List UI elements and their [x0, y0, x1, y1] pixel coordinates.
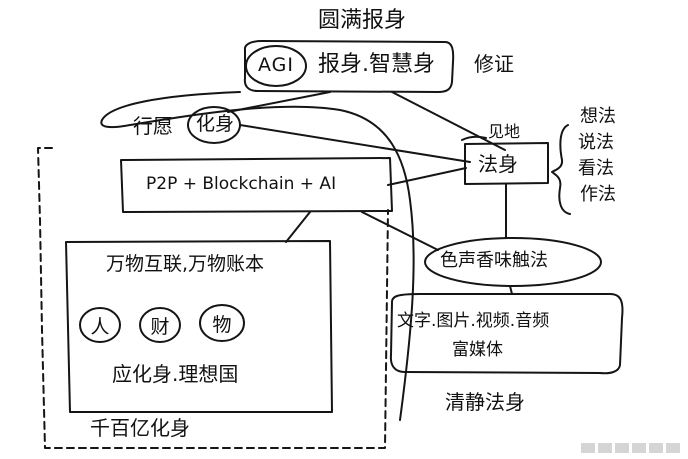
line-wisdom-to-dharma [391, 91, 506, 151]
wisdom-body-box [243, 40, 455, 93]
media-line-1: 文字.图片.视频.音频 [397, 311, 550, 331]
senses-ellipse [424, 237, 602, 287]
iot-box [65, 240, 333, 413]
transform-label: 化身 [196, 113, 235, 135]
line-senses-to-media [509, 285, 513, 295]
agi-label: AGI [258, 54, 294, 76]
billion-label: 千百亿化身 [90, 416, 190, 440]
views-brace [551, 124, 571, 215]
senses-label: 色声香味触法 [440, 250, 548, 271]
view-item-seeing: 看法 [578, 158, 614, 179]
dharma-body-box [464, 142, 549, 185]
tech-stack-label: P2P + Blockchain + AI [146, 174, 337, 194]
insight-tick [461, 135, 487, 141]
top-title: 圆满报身 [318, 8, 407, 33]
line-tech-to-senses [361, 211, 439, 251]
people-circle-label: 人 [90, 315, 110, 338]
agi-ellipse [245, 45, 307, 87]
cultivation-note: 修证 [474, 52, 514, 76]
people-circle [79, 307, 121, 343]
view-item-action: 作法 [580, 184, 616, 205]
ideal-line: 应化身.理想国 [112, 362, 239, 386]
media-line-2: 富媒体 [452, 340, 503, 360]
insight-label: 见地 [488, 122, 521, 141]
view-item-speech: 说法 [578, 132, 614, 153]
vow-label: 行愿 [133, 114, 173, 138]
iot-line: 万物互联,万物账本 [106, 253, 265, 275]
wealth-circle-label: 财 [150, 315, 170, 338]
pure-dharma-label: 清静法身 [445, 390, 525, 414]
outer-loop-curve [100, 91, 415, 421]
things-circle [199, 304, 245, 342]
watermark-mark [581, 443, 680, 453]
line-transform-to-dharma [239, 124, 471, 163]
things-circle-label: 物 [212, 313, 232, 336]
media-box [389, 293, 624, 375]
dashed-boundary [37, 147, 389, 449]
view-item-thought: 想法 [580, 106, 616, 127]
wisdom-body-label: 报身.智慧身 [318, 52, 435, 77]
line-tech-to-iot [285, 211, 311, 243]
dharma-body-label: 法身 [478, 152, 518, 176]
tech-stack-box [120, 157, 393, 213]
wealth-circle [139, 307, 181, 343]
line-tech-to-dharma [387, 167, 467, 186]
